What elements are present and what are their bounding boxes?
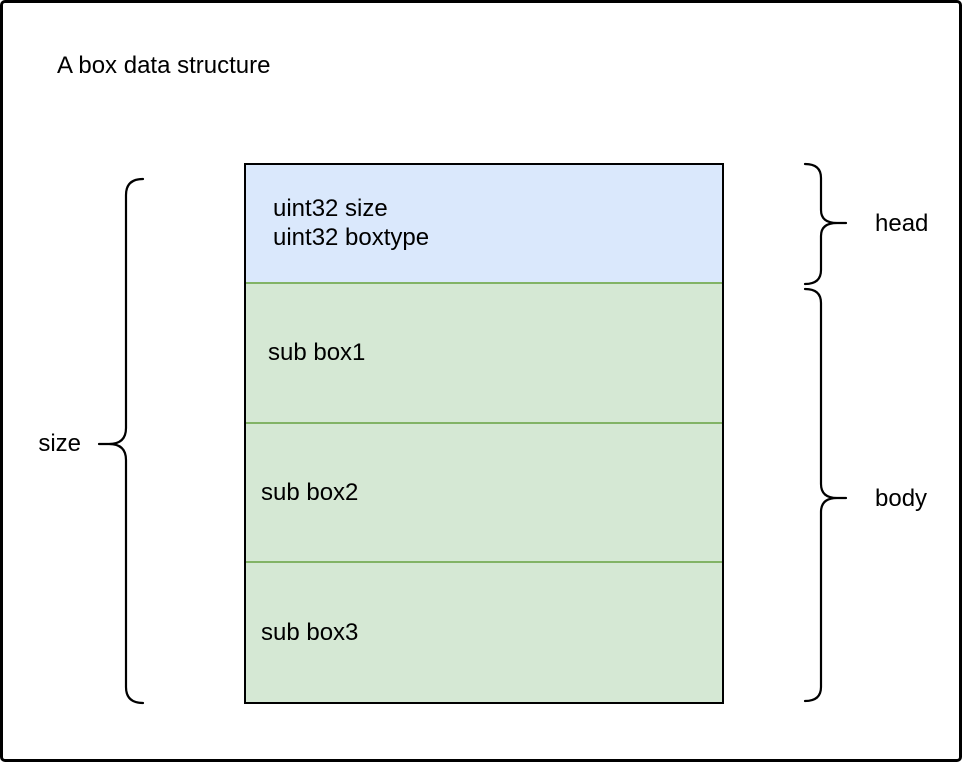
box-diagram: uint32 size uint32 boxtype sub box1 sub … [244, 163, 724, 704]
size-brace [97, 177, 145, 705]
head-label: head [875, 210, 929, 237]
box-head-section: uint32 size uint32 boxtype [246, 165, 722, 282]
size-label: size [38, 430, 81, 457]
body-label: body [875, 485, 928, 512]
sub-box-3: sub box3 [246, 561, 722, 702]
sub-box-1-label: sub box1 [268, 339, 366, 366]
head-line-boxtype: uint32 boxtype [273, 223, 430, 251]
page-title: A box data structure [57, 52, 271, 79]
sub-box-1: sub box1 [246, 282, 722, 422]
body-brace [803, 287, 848, 703]
sub-box-2-label: sub box2 [261, 478, 359, 506]
head-brace [803, 162, 848, 286]
sub-box-3-label: sub box3 [261, 618, 359, 646]
sub-box-2: sub box2 [246, 422, 722, 561]
head-line-size: uint32 size [273, 195, 388, 222]
